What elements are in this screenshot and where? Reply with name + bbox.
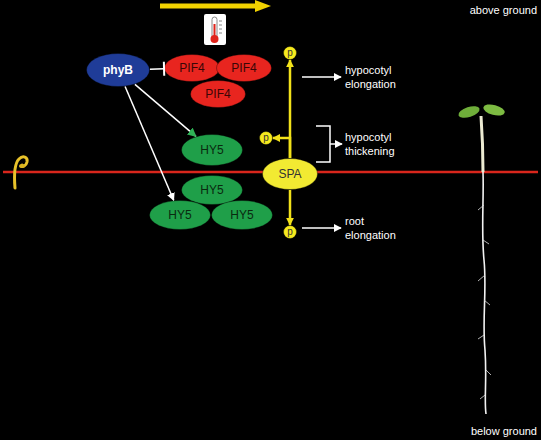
node-label: p bbox=[287, 48, 293, 58]
node-label: PIF4 bbox=[231, 62, 256, 74]
node-label: phyB bbox=[103, 64, 133, 76]
protein-ellipse: HY5 bbox=[181, 175, 243, 205]
phosphorylation-arrow bbox=[273, 138, 290, 158]
bracket bbox=[316, 126, 330, 162]
output-arrow bbox=[330, 143, 342, 145]
seedling-root bbox=[483, 172, 486, 414]
protein-ellipse: HY5 bbox=[181, 134, 243, 166]
seedling-cotyledon bbox=[482, 102, 506, 117]
annotation-label: hypocotyl elongation bbox=[345, 63, 407, 91]
activation-arrow bbox=[125, 87, 174, 201]
activation-arrow bbox=[135, 84, 196, 136]
protein-ellipse: PIF4 bbox=[190, 80, 246, 108]
node-label: SPA bbox=[278, 168, 301, 180]
ellipse-fill bbox=[263, 159, 318, 190]
thermometer-bulb bbox=[211, 35, 219, 43]
ellipse-fill bbox=[182, 135, 243, 166]
phosphate-circle: p bbox=[283, 225, 297, 239]
ellipse-fill bbox=[182, 176, 243, 205]
annotation-label: below ground bbox=[465, 424, 537, 438]
phosphate-circle: p bbox=[259, 131, 273, 145]
node-label: HY5 bbox=[168, 209, 191, 221]
node-label: HY5 bbox=[230, 209, 253, 221]
protein-ellipse: HY5 bbox=[211, 200, 273, 230]
node-label: PIF4 bbox=[179, 62, 204, 74]
etiolated-seedling bbox=[14, 157, 27, 188]
annotation-label: root elongation bbox=[345, 214, 407, 242]
phosphorylation-arrow bbox=[289, 60, 292, 158]
ellipse-fill bbox=[165, 55, 220, 82]
protein-ellipse: HY5 bbox=[149, 200, 211, 230]
seedling-cotyledon bbox=[457, 104, 481, 120]
inhibition-line bbox=[150, 68, 164, 70]
inhibition-bar bbox=[163, 62, 165, 76]
ellipse-fill bbox=[284, 47, 297, 60]
thermometer-tube bbox=[212, 17, 217, 38]
thermometer-ticks bbox=[219, 21, 222, 33]
phosphorylation-arrow bbox=[289, 190, 292, 225]
phosphate-circle: p bbox=[283, 46, 297, 60]
node-label: HY5 bbox=[200, 144, 223, 156]
root-hairs bbox=[478, 205, 491, 399]
thermometer-icon bbox=[204, 14, 226, 45]
node-label: p bbox=[263, 133, 269, 143]
annotation-label: above ground bbox=[465, 3, 537, 17]
seedling-hypocotyl bbox=[481, 116, 483, 172]
node-label: PIF4 bbox=[205, 88, 230, 100]
node-label: HY5 bbox=[200, 184, 223, 196]
output-arrow bbox=[302, 76, 341, 78]
ellipse-fill bbox=[260, 132, 273, 145]
seedling-cotyledon bbox=[19, 164, 25, 168]
temperature-arrow bbox=[160, 4, 258, 9]
ellipse-fill bbox=[150, 201, 211, 230]
output-arrow bbox=[302, 227, 341, 229]
ellipse-fill bbox=[284, 226, 297, 239]
kinase-ellipse: SPA bbox=[262, 158, 318, 190]
protein-ellipse: PIF4 bbox=[216, 54, 272, 82]
ellipse-fill bbox=[87, 54, 150, 87]
ellipse-fill bbox=[212, 201, 273, 230]
protein-ellipse: PIF4 bbox=[164, 54, 220, 82]
photoreceptor-ellipse: phyB bbox=[86, 53, 150, 87]
annotation-label: hypocotyl thickening bbox=[345, 130, 407, 158]
ellipse-fill bbox=[191, 81, 246, 108]
temperature-arrow-head bbox=[255, 0, 271, 12]
node-label: p bbox=[287, 227, 293, 237]
ellipse-fill bbox=[217, 55, 272, 82]
